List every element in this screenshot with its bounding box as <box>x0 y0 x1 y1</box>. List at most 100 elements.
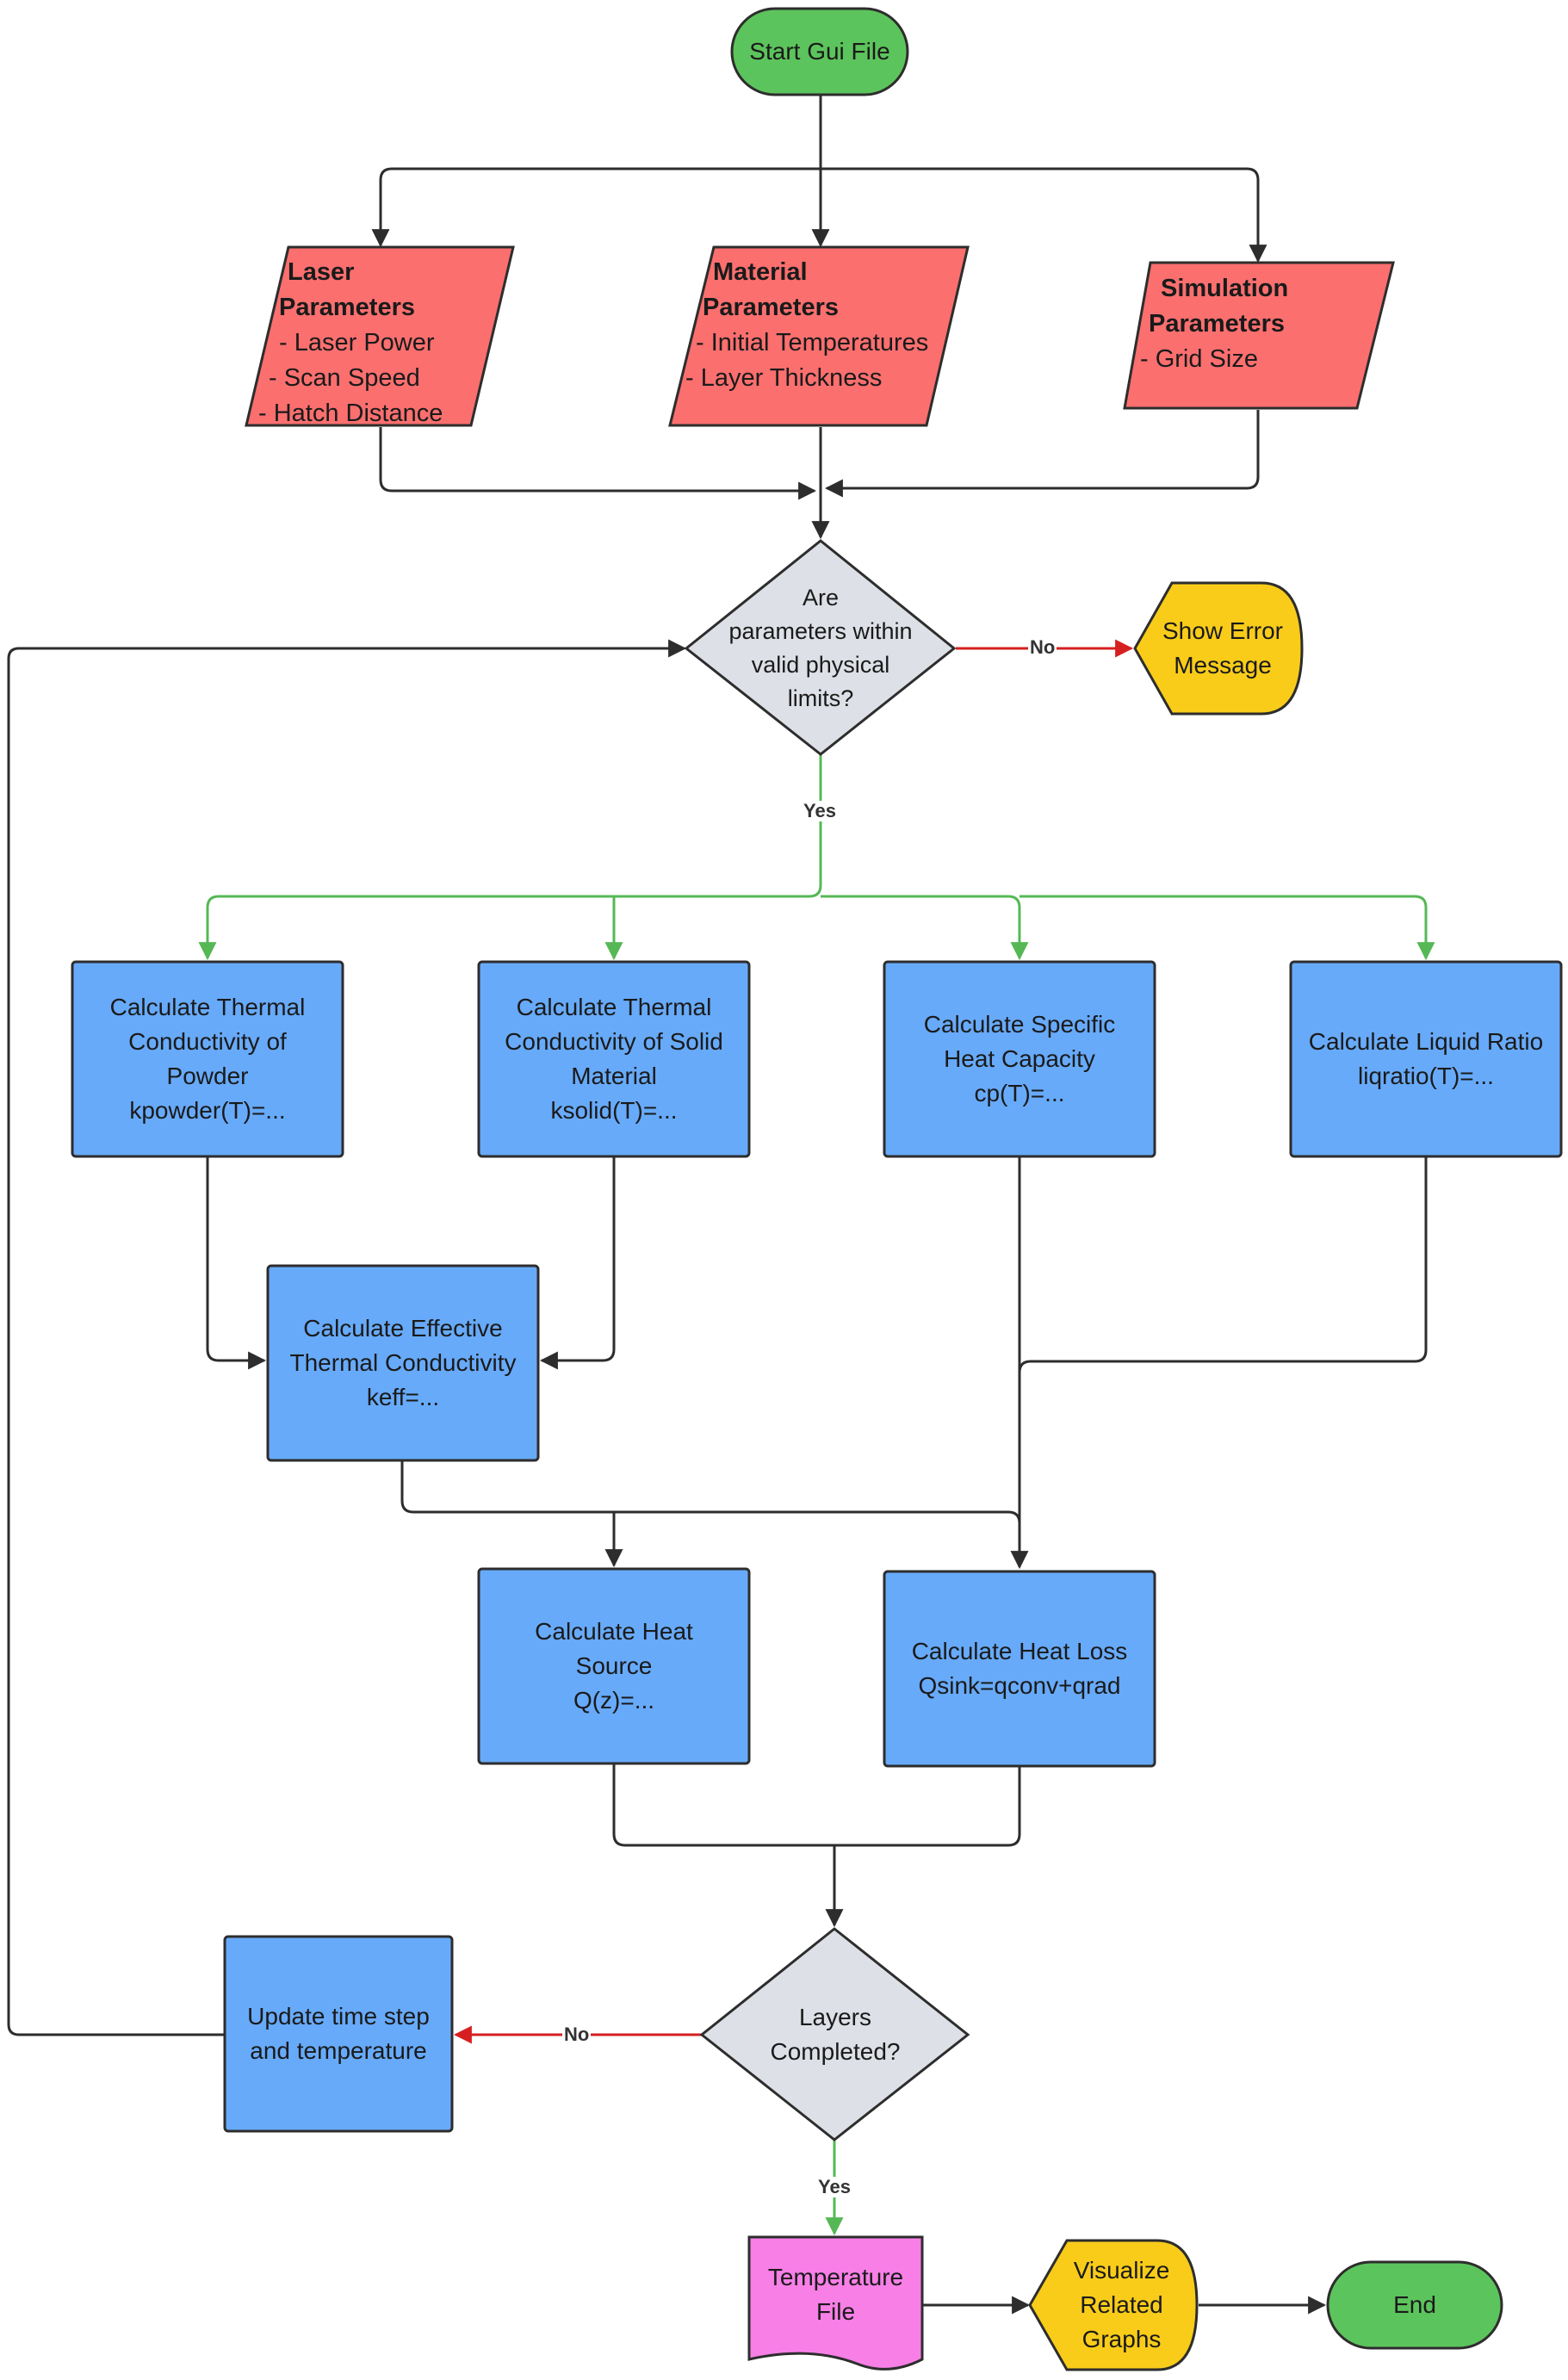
temp-line-2: File <box>815 2298 856 2325</box>
cp-line-2: Heat Capacity <box>944 1045 1095 1072</box>
simulation-parameters-text: Simulation Parameters - Grid Size <box>1135 271 1367 377</box>
valid-line-1: Are <box>802 585 840 610</box>
update-text: Update time step and temperature <box>225 1937 452 2131</box>
heat-loss-process <box>883 1570 1156 1768</box>
laser-item-1: - Laser Power <box>279 329 435 356</box>
simulation-title-1: Simulation <box>1161 275 1289 302</box>
cp-line-1: Calculate Specific <box>923 1011 1116 1038</box>
edge-simulation-to-merge <box>824 410 1260 498</box>
keff-process <box>266 1264 540 1462</box>
heat-loss-line-2: Qsink=qconv+qrad <box>918 1672 1121 1699</box>
visualize-display <box>1028 2239 1199 2371</box>
ksolid-process <box>477 960 751 1158</box>
keff-line-3: keff=... <box>366 1384 440 1410</box>
edge-laser-to-merge <box>379 427 817 500</box>
ksolid-line-1: Calculate Thermal <box>516 994 712 1020</box>
kpowder-line-1: Calculate Thermal <box>109 994 306 1020</box>
keff-line-2: Thermal Conductivity <box>289 1349 517 1376</box>
edge-yes-trunk <box>198 754 822 961</box>
keff-text: Calculate Effective Thermal Conductivity… <box>268 1266 538 1460</box>
kpowder-process <box>71 960 344 1158</box>
laser-title-2: Parameters <box>279 294 415 321</box>
heat-loss-line-1: Calculate Heat Loss <box>911 1638 1128 1664</box>
heat-source-text: Calculate Heat Source Q(z)=... <box>479 1569 749 1763</box>
end-terminal <box>1326 2260 1503 2350</box>
cp-text: Calculate Specific Heat Capacity cp(T)=.… <box>884 962 1155 1156</box>
cp-process <box>883 960 1156 1158</box>
update-line-1: Update time step <box>247 2003 430 2030</box>
edge-yes-to-cp <box>821 895 1029 961</box>
laser-item-3: - Hatch Distance <box>258 400 443 427</box>
edge-ksolid-to-keff <box>539 1156 616 1370</box>
material-parameters-text: Material Parameters - Initial Temperatur… <box>685 255 944 396</box>
no-label-top: No <box>1028 636 1057 658</box>
laser-item-2: - Scan Speed <box>269 364 420 392</box>
valid-line-2: parameters within <box>728 618 913 644</box>
liq-line-1: Calculate Liquid Ratio <box>1308 1028 1544 1055</box>
ksolid-line-3: Material <box>571 1063 657 1089</box>
valid-limits-text: Are parameters within valid physical lim… <box>706 580 935 717</box>
show-error-text: Show Error Message <box>1145 594 1300 703</box>
edge-yes-to-liq <box>1020 895 1435 961</box>
yes-label-top: Yes <box>802 800 838 821</box>
cp-line-3: cp(T)=... <box>974 1080 1065 1106</box>
edge-start-to-simulation <box>821 167 1267 263</box>
error-line-2: Message <box>1174 652 1272 679</box>
material-title-1: Material <box>713 258 808 286</box>
ksolid-line-4: ksolid(T)=... <box>550 1097 678 1124</box>
end-text: End <box>1393 2291 1436 2318</box>
yes-label-bottom: Yes <box>816 2176 852 2197</box>
layers-line-2: Completed? <box>770 2038 901 2065</box>
kpowder-line-2: Conductivity of <box>128 1028 287 1055</box>
liq-line-2: liqratio(T)=... <box>1358 1063 1494 1089</box>
edge-heat-source-to-merge <box>612 1763 1021 1847</box>
laser-parameters-input <box>245 245 515 427</box>
simulation-title-2: Parameters <box>1149 310 1285 338</box>
valid-line-3: valid physical <box>751 652 890 678</box>
edge-update-loop-back <box>7 639 687 2036</box>
liqratio-text: Calculate Liquid Ratio liqratio(T)=... <box>1291 962 1561 1156</box>
temp-line-1: Temperature <box>767 2264 904 2290</box>
end-label: End <box>1328 2262 1502 2348</box>
update-process <box>223 1935 454 2133</box>
valid-limits-decision <box>684 539 957 756</box>
kpowder-text: Calculate Thermal Conductivity of Powder… <box>72 962 343 1156</box>
edge-liq-to-cp-line <box>1018 1156 1428 1373</box>
show-error-display <box>1133 581 1304 716</box>
edge-keff-to-bus <box>400 1460 1021 1524</box>
temperature-file-text: Temperature File <box>749 2241 922 2349</box>
visualize-line-2: Related <box>1080 2291 1163 2318</box>
visualize-line-1: Visualize <box>1073 2257 1170 2284</box>
heat-source-line-1: Calculate Heat <box>535 1618 693 1645</box>
keff-line-1: Calculate Effective <box>303 1315 503 1342</box>
ksolid-line-2: Conductivity of Solid <box>505 1028 723 1055</box>
start-text: Start Gui File <box>749 38 890 65</box>
visualize-text: Visualize Related Graphs <box>1050 2241 1193 2370</box>
layers-line-1: Layers <box>798 2004 872 2030</box>
material-item-1: - Initial Temperatures <box>696 329 929 356</box>
laser-title-1: Laser <box>288 258 355 286</box>
heat-loss-text: Calculate Heat Loss Qsink=qconv+qrad <box>884 1571 1155 1766</box>
start-terminal <box>730 7 909 96</box>
edge-start-to-laser <box>371 167 821 248</box>
temperature-file-document <box>747 2235 924 2371</box>
material-parameters-input <box>668 245 970 427</box>
simulation-item-1: - Grid Size <box>1140 345 1258 373</box>
liqratio-process <box>1289 960 1563 1158</box>
visualize-line-3: Graphs <box>1081 2326 1162 2352</box>
material-title-2: Parameters <box>703 294 839 321</box>
error-line-1: Show Error <box>1162 617 1284 644</box>
heat-source-line-2: Source <box>575 1652 653 1679</box>
edge-kpowder-to-keff <box>206 1156 267 1370</box>
valid-line-4: limits? <box>787 685 854 711</box>
update-line-2: and temperature <box>250 2037 427 2064</box>
start-label: Start Gui File <box>732 9 908 95</box>
kpowder-line-3: Powder <box>166 1063 249 1089</box>
layers-completed-text: Layers Completed? <box>732 1980 939 2089</box>
simulation-parameters-input <box>1123 261 1395 410</box>
no-label-bottom: No <box>562 2024 592 2045</box>
kpowder-line-4: kpowder(T)=... <box>129 1097 286 1124</box>
heat-source-process <box>477 1567 751 1765</box>
laser-parameters-text: Laser Parameters - Laser Power - Scan Sp… <box>257 255 472 431</box>
